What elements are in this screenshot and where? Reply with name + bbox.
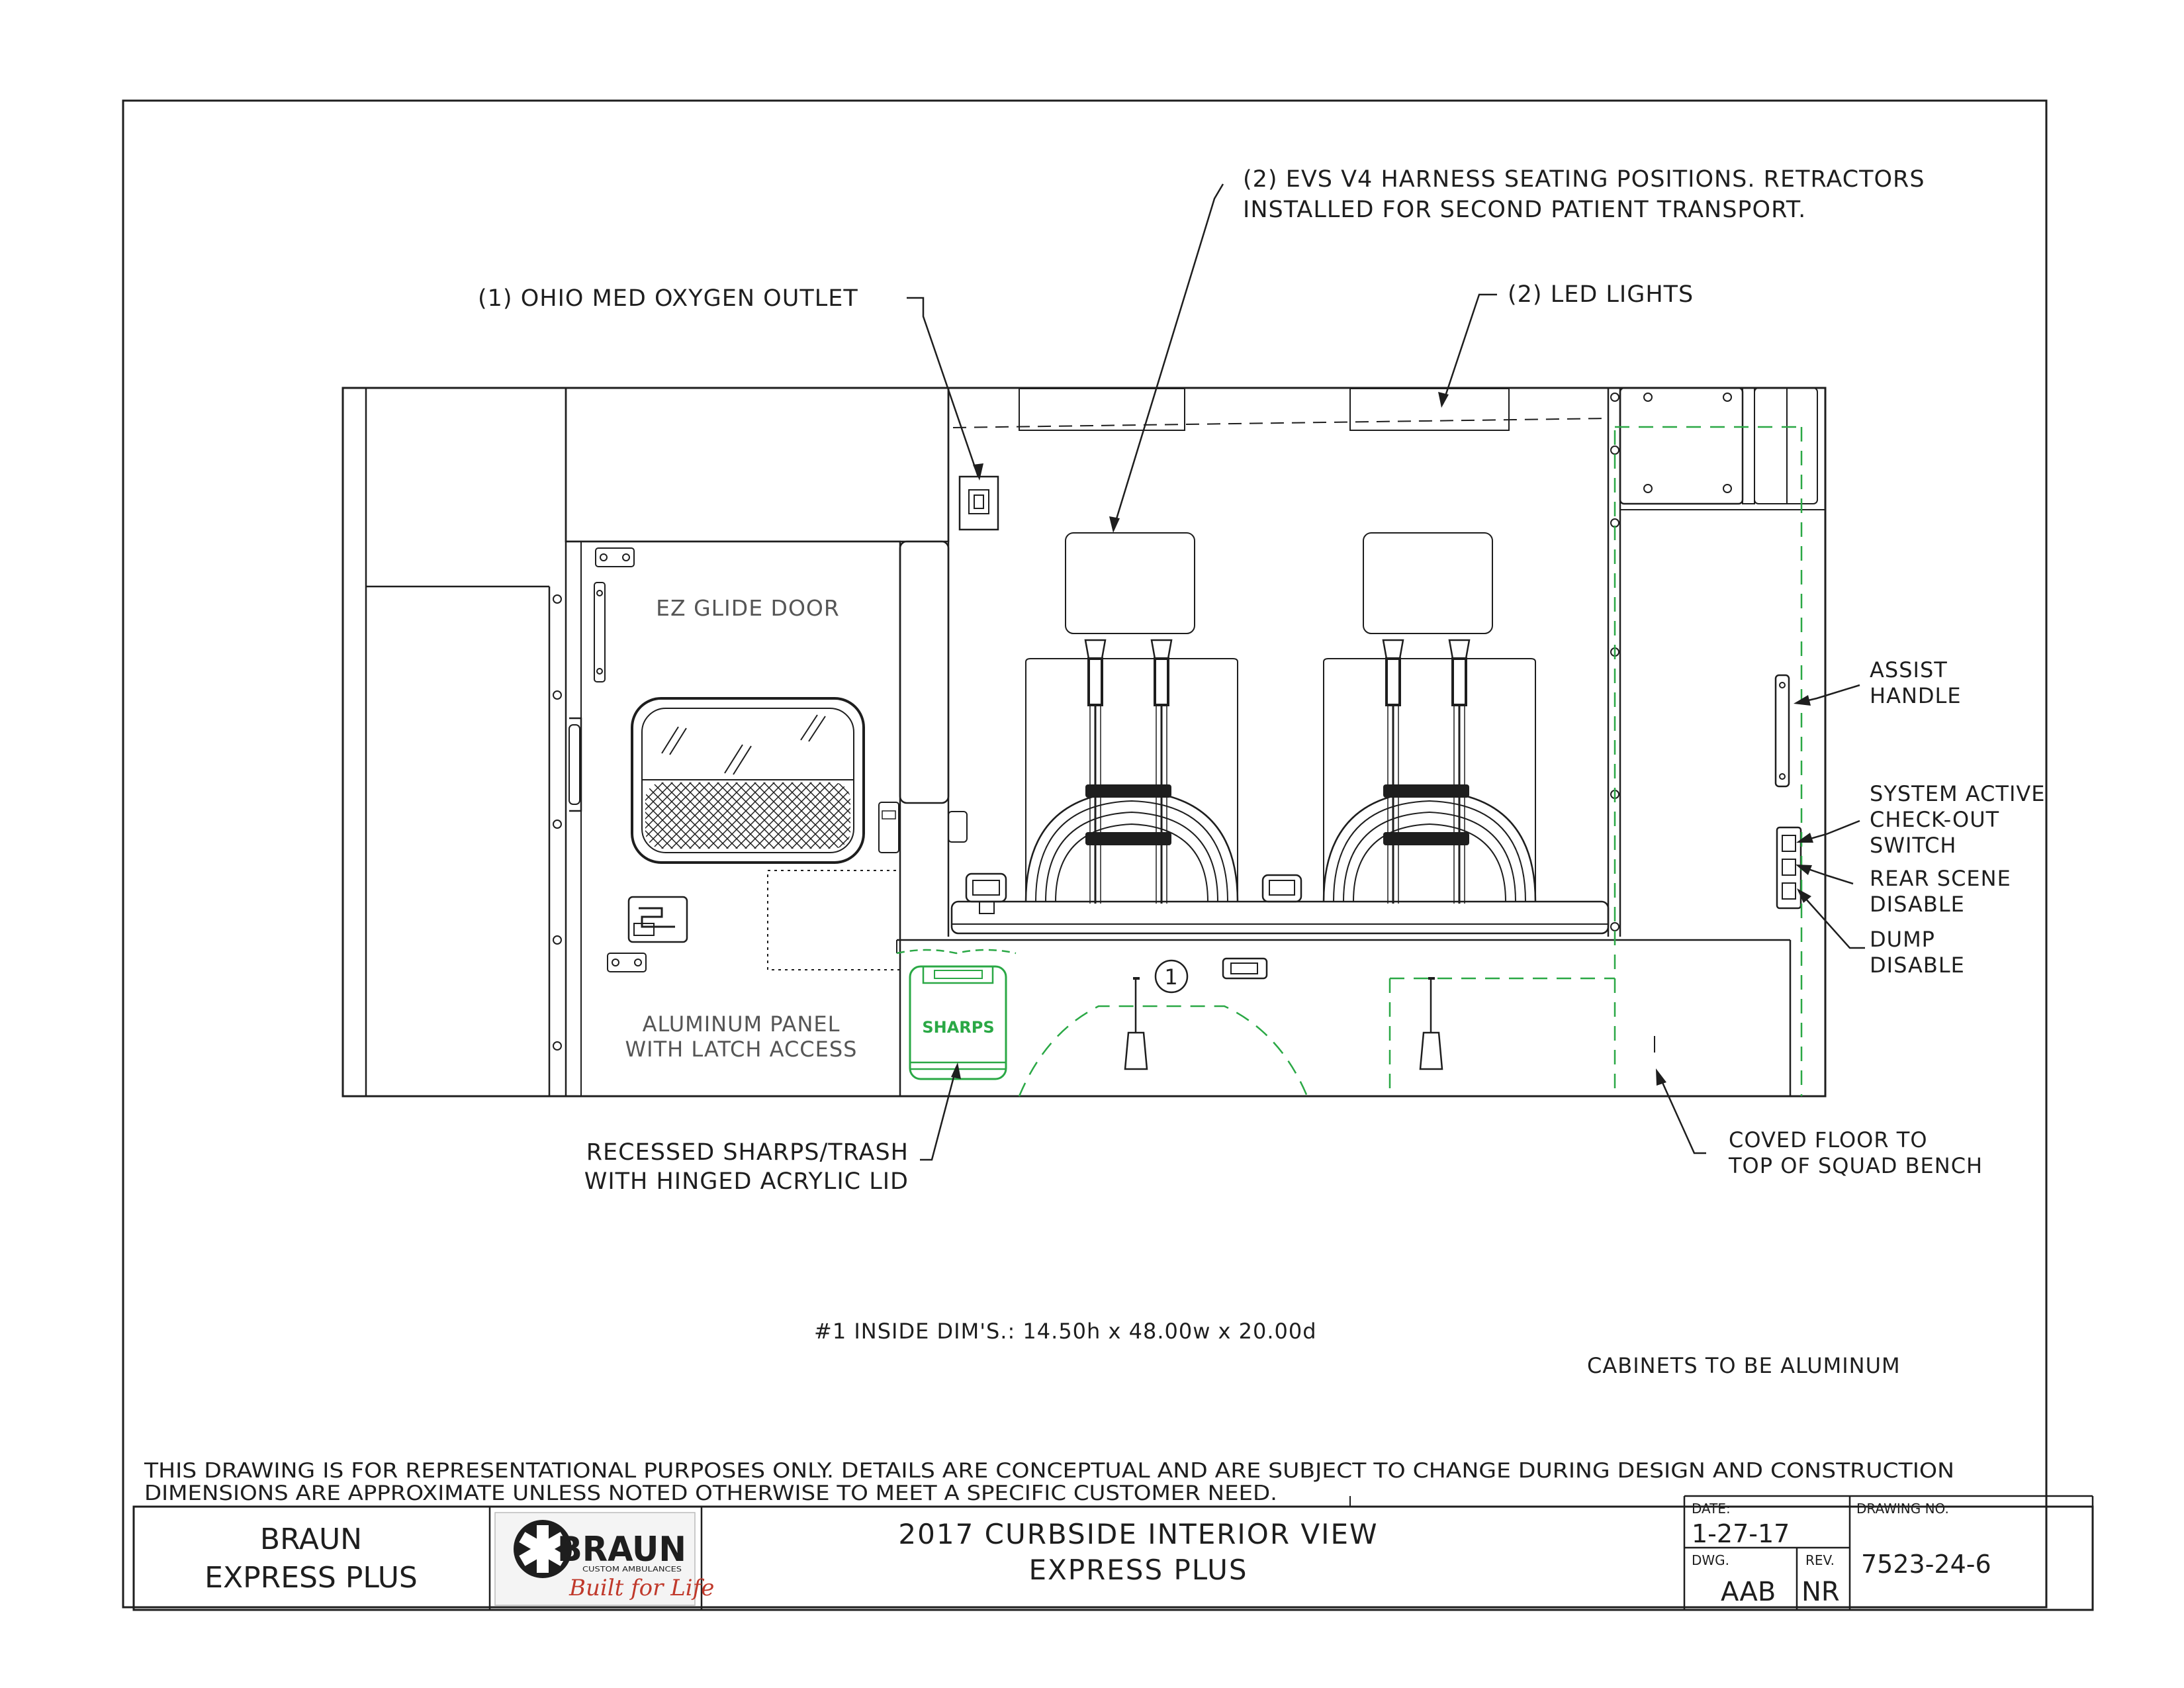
title-block: BRAUN EXPRESS PLUS BRAUN CUSTOM AMBULANC… <box>132 1495 2094 1611</box>
door-window <box>631 697 865 864</box>
label-rear-scene-line1: REAR SCENE <box>1870 866 2011 891</box>
sharps-tag: SHARPS <box>922 1018 994 1037</box>
led-light-right <box>1349 388 1510 431</box>
label-aluminum-panel-line1: ALUMINUM PANEL <box>643 1011 841 1037</box>
cabinet-drawing: 1 SHA <box>341 387 1827 1098</box>
label-system-active-line2: CHECK-OUT <box>1870 807 1999 832</box>
logo-tagline: Built for Life <box>569 1575 714 1601</box>
headrest <box>1065 532 1195 634</box>
label-assist-handle-line2: HANDLE <box>1870 683 1962 708</box>
label-oxygen-outlet: (1) OHIO MED OXYGEN OUTLET <box>478 285 858 312</box>
floor-latch <box>1222 957 1268 980</box>
hidden-lines-green <box>1018 426 1803 1097</box>
seat-2 <box>1322 532 1537 904</box>
label-aluminum-panel-line2: WITH LATCH ACCESS <box>625 1037 858 1062</box>
floor-buckle-left <box>965 872 1007 914</box>
seat-1 <box>1024 532 1239 904</box>
note-inside-dims: #1 INSIDE DIM'S.: 14.50h x 48.00w x 20.0… <box>814 1319 1317 1344</box>
label-harness-line1: (2) EVS V4 HARNESS SEATING POSITIONS. RE… <box>1243 166 1925 193</box>
drawing-title-line2: EXPRESS PLUS <box>1028 1554 1248 1586</box>
floor-buckle-right <box>1261 874 1302 903</box>
company-line2: EXPRESS PLUS <box>205 1561 418 1595</box>
drawing-border <box>122 99 2048 1609</box>
label-ez-glide-door: EZ GLIDE DOOR <box>656 595 840 621</box>
label-led-lights: (2) LED LIGHTS <box>1508 281 1694 308</box>
label-coved-floor-line1: COVED FLOOR TO <box>1729 1127 1928 1152</box>
disclaimer-line2: DIMENSIONS ARE APPROXIMATE UNLESS NOTED … <box>144 1481 1277 1505</box>
harness-straps <box>1084 639 1173 904</box>
squad-bench-top <box>950 900 1610 935</box>
drawing-no-label: DRAWING NO. <box>1856 1501 1949 1517</box>
assist-handle <box>1774 674 1790 788</box>
label-harness-line2: INSTALLED FOR SECOND PATIENT TRANSPORT. <box>1243 197 1806 223</box>
cabinet-ref-number: 1 <box>1164 964 1178 990</box>
disclaimer-line1: THIS DRAWING IS FOR REPRESENTATIONAL PUR… <box>144 1459 1954 1483</box>
star-of-life-icon <box>514 1520 572 1578</box>
led-lights <box>1019 388 1510 431</box>
drawing-no-value: 7523-24-6 <box>1861 1550 1991 1579</box>
label-dump-line1: DUMP <box>1870 927 1935 952</box>
date-label: DATE: <box>1692 1501 1731 1517</box>
braun-logo: BRAUN CUSTOM AMBULANCES Built for Life <box>494 1512 714 1606</box>
label-sharps-trash-line1: RECESSED SHARPS/TRASH <box>586 1139 909 1166</box>
date-value: 1-27-17 <box>1692 1519 1790 1548</box>
harness-straps <box>1382 639 1471 904</box>
label-system-active-line1: SYSTEM ACTIVE <box>1870 781 2045 806</box>
dwg-label: DWG. <box>1692 1552 1729 1568</box>
label-dump-line2: DISABLE <box>1870 953 1965 978</box>
logo-subtitle: CUSTOM AMBULANCES <box>582 1565 682 1573</box>
label-system-active-line3: SWITCH <box>1870 833 1956 858</box>
oxygen-outlet <box>958 475 999 531</box>
cabinet-ref-circle <box>1154 959 1189 994</box>
label-assist-handle-line1: ASSIST <box>1870 657 1948 682</box>
leader-lines <box>907 183 1865 1161</box>
label-sharps-trash-line2: WITH HINGED ACRYLIC LID <box>584 1168 909 1195</box>
note-cabinets-aluminum: CABINETS TO BE ALUMINUM <box>1587 1353 1901 1378</box>
seat-lever-right <box>1419 977 1443 1070</box>
rev-label: REV. <box>1805 1552 1835 1568</box>
seat-lever-left <box>1124 977 1148 1070</box>
switch-panel <box>1776 826 1802 910</box>
dwg-value: AAB <box>1721 1577 1776 1607</box>
led-light-left <box>1019 388 1185 431</box>
label-rear-scene-line2: DISABLE <box>1870 892 1965 917</box>
upper-cabinet <box>565 387 950 543</box>
door-latch <box>607 896 688 972</box>
ez-glide-door <box>553 540 901 1098</box>
label-coved-floor-line2: TOP OF SQUAD BENCH <box>1728 1153 1983 1178</box>
aluminum-access-panel <box>767 870 901 970</box>
leader-arrowheads <box>951 392 1813 1086</box>
drawing-title-line1: 2017 CURBSIDE INTERIOR VIEW <box>898 1518 1378 1550</box>
rev-value: NR <box>1801 1577 1840 1607</box>
logo-word: BRAUN <box>557 1530 686 1570</box>
headrest <box>1363 532 1493 634</box>
sharps-container: SHARPS <box>896 949 1017 1080</box>
company-line1: BRAUN <box>260 1523 362 1556</box>
